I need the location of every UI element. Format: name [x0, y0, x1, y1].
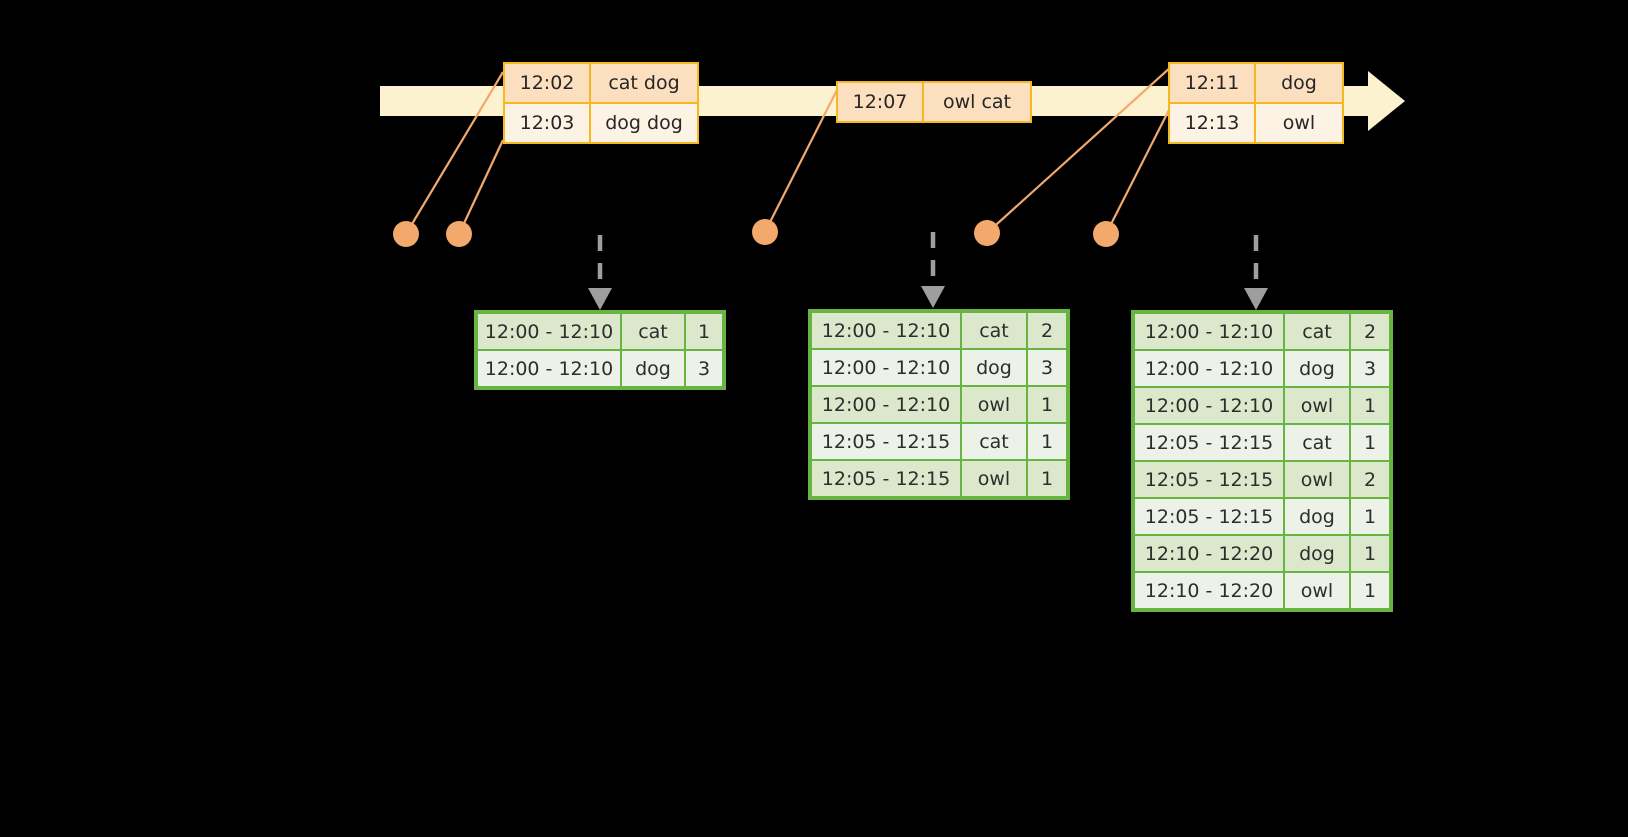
table-row[interactable]: 12:00 - 12:10 cat 1: [477, 313, 723, 350]
window-cell: 12:00 - 12:10: [812, 387, 960, 422]
count-cell: 2: [1351, 462, 1389, 497]
count-cell: 3: [1351, 351, 1389, 386]
key-cell: dog: [1285, 536, 1349, 571]
count-cell: 1: [1351, 425, 1389, 460]
event-dot: [446, 221, 472, 247]
window-cell: 12:05 - 12:15: [812, 461, 960, 496]
key-cell: cat: [622, 314, 684, 349]
event-group-2[interactable]: 12:07 owl cat: [836, 81, 1032, 123]
timeline-arrowhead-icon: [1368, 71, 1405, 131]
window-cell: 12:00 - 12:10: [478, 351, 620, 386]
table-row[interactable]: 12:05 - 12:15 dog 1: [1134, 498, 1390, 535]
event-group-3[interactable]: 12:11 dog 12:13 owl: [1168, 62, 1344, 144]
key-cell: cat: [1285, 314, 1349, 349]
table-row[interactable]: 12:10 - 12:20 dog 1: [1134, 535, 1390, 572]
count-cell: 1: [1351, 573, 1389, 608]
key-cell: owl: [1285, 573, 1349, 608]
result-table-3[interactable]: 12:00 - 12:10 cat 2 12:00 - 12:10 dog 3 …: [1131, 310, 1393, 612]
count-cell: 1: [1028, 424, 1066, 459]
count-cell: 1: [1028, 461, 1066, 496]
window-cell: 12:00 - 12:10: [1135, 314, 1283, 349]
connector-line: [1105, 103, 1173, 235]
count-cell: 3: [1028, 350, 1066, 385]
connector-line: [458, 139, 504, 235]
count-cell: 1: [1351, 388, 1389, 423]
key-cell: dog: [962, 350, 1026, 385]
key-cell: cat: [962, 424, 1026, 459]
down-arrow-icon: [921, 232, 945, 308]
key-cell: dog: [1285, 499, 1349, 534]
key-cell: dog: [622, 351, 684, 386]
key-cell: cat: [1285, 425, 1349, 460]
event-group-1[interactable]: 12:02 cat dog 12:03 dog dog: [503, 62, 699, 144]
event-time: 12:03: [505, 104, 589, 142]
window-cell: 12:05 - 12:15: [812, 424, 960, 459]
window-cell: 12:00 - 12:10: [812, 350, 960, 385]
count-cell: 2: [1028, 313, 1066, 348]
down-arrow-icon: [1244, 235, 1268, 310]
count-cell: 1: [1351, 536, 1389, 571]
window-cell: 12:10 - 12:20: [1135, 536, 1283, 571]
key-cell: dog: [1285, 351, 1349, 386]
event-time: 12:11: [1170, 64, 1254, 102]
table-row[interactable]: 12:00 - 12:10 dog 3: [811, 349, 1067, 386]
key-cell: owl: [1285, 388, 1349, 423]
table-row[interactable]: 12:00 - 12:10 dog 3: [1134, 350, 1390, 387]
event-words: owl cat: [922, 83, 1030, 121]
key-cell: owl: [962, 461, 1026, 496]
table-row[interactable]: 12:00 - 12:10 owl 1: [1134, 387, 1390, 424]
result-table-2[interactable]: 12:00 - 12:10 cat 2 12:00 - 12:10 dog 3 …: [808, 309, 1070, 500]
table-row[interactable]: 12:05 - 12:15 cat 1: [811, 423, 1067, 460]
table-row[interactable]: 12:05 - 12:15 owl 2: [1134, 461, 1390, 498]
event-dot: [974, 220, 1000, 246]
event-dot: [393, 221, 419, 247]
table-row[interactable]: 12:05 - 12:15 owl 1: [811, 460, 1067, 497]
result-table-1[interactable]: 12:00 - 12:10 cat 1 12:00 - 12:10 dog 3: [474, 310, 726, 390]
event-row[interactable]: 12:03 dog dog: [505, 102, 697, 142]
count-cell: 1: [1351, 499, 1389, 534]
count-cell: 3: [686, 351, 722, 386]
window-cell: 12:05 - 12:15: [1135, 462, 1283, 497]
window-cell: 12:10 - 12:20: [1135, 573, 1283, 608]
key-cell: owl: [1285, 462, 1349, 497]
event-words: dog dog: [589, 104, 697, 142]
event-time: 12:13: [1170, 104, 1254, 142]
event-row[interactable]: 12:13 owl: [1170, 102, 1342, 142]
table-row[interactable]: 12:05 - 12:15 cat 1: [1134, 424, 1390, 461]
key-cell: cat: [962, 313, 1026, 348]
event-words: cat dog: [589, 64, 697, 102]
table-row[interactable]: 12:00 - 12:10 dog 3: [477, 350, 723, 387]
count-cell: 1: [1028, 387, 1066, 422]
window-cell: 12:00 - 12:10: [1135, 388, 1283, 423]
table-row[interactable]: 12:00 - 12:10 owl 1: [811, 386, 1067, 423]
table-row[interactable]: 12:00 - 12:10 cat 2: [1134, 313, 1390, 350]
event-row[interactable]: 12:07 owl cat: [838, 83, 1030, 121]
event-words: owl: [1254, 104, 1342, 142]
window-cell: 12:05 - 12:15: [1135, 499, 1283, 534]
key-cell: owl: [962, 387, 1026, 422]
window-cell: 12:00 - 12:10: [1135, 351, 1283, 386]
window-cell: 12:00 - 12:10: [812, 313, 960, 348]
window-cell: 12:05 - 12:15: [1135, 425, 1283, 460]
down-arrow-icon: [588, 235, 612, 310]
event-words: dog: [1254, 64, 1342, 102]
window-cell: 12:00 - 12:10: [478, 314, 620, 349]
event-dot: [1093, 221, 1119, 247]
event-time: 12:07: [838, 83, 922, 121]
count-cell: 2: [1351, 314, 1389, 349]
event-row[interactable]: 12:02 cat dog: [505, 64, 697, 102]
count-cell: 1: [686, 314, 722, 349]
event-row[interactable]: 12:11 dog: [1170, 64, 1342, 102]
event-dot: [752, 219, 778, 245]
table-row[interactable]: 12:10 - 12:20 owl 1: [1134, 572, 1390, 609]
event-time: 12:02: [505, 64, 589, 102]
table-row[interactable]: 12:00 - 12:10 cat 2: [811, 312, 1067, 349]
